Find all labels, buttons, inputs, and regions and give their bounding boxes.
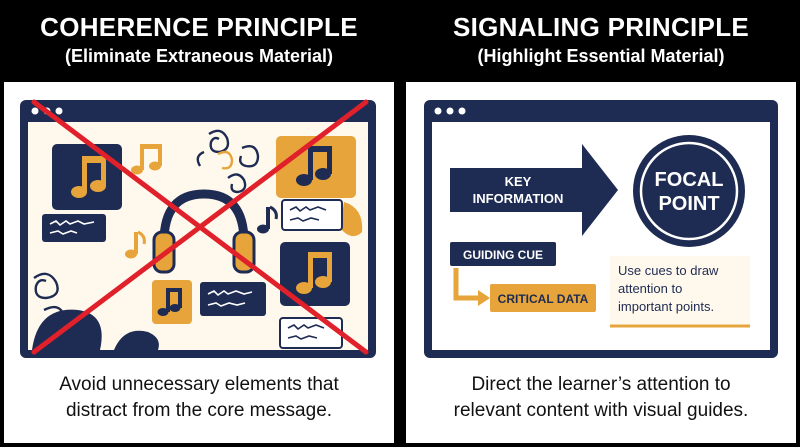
window-dot-icon bbox=[55, 107, 63, 115]
decorative-blob bbox=[340, 202, 363, 237]
focal-point-circle bbox=[633, 135, 745, 247]
signaling-panel: SIGNALING PRINCIPLE (Highlight Essential… bbox=[402, 0, 800, 447]
focal-text-line2: POINT bbox=[658, 193, 719, 215]
scribble-card-icon bbox=[279, 317, 343, 349]
focal-point-ring bbox=[639, 141, 739, 241]
signaling-caption: Direct the learner’s attention to releva… bbox=[406, 372, 796, 424]
scribble-card-icon bbox=[200, 282, 266, 316]
window-dot-icon bbox=[434, 107, 442, 115]
music-tile bbox=[276, 136, 356, 198]
key-information-arrow-icon bbox=[450, 144, 618, 236]
arrow-text-line1: KEY bbox=[505, 174, 532, 189]
music-tile bbox=[152, 280, 192, 324]
signaling-subtitle: (Highlight Essential Material) bbox=[477, 46, 725, 66]
coherence-subtitle: (Eliminate Extraneous Material) bbox=[64, 46, 334, 66]
cluttered-window-illustration bbox=[20, 99, 376, 358]
caption-line: distract from the core message. bbox=[65, 400, 333, 421]
note-text-line3: important points. bbox=[618, 299, 714, 314]
caption-line: relevant content with visual guides. bbox=[453, 400, 749, 421]
music-note-icon bbox=[296, 252, 332, 294]
window-dot-icon bbox=[458, 107, 466, 115]
caption-line: Direct the learner’s attention to bbox=[471, 374, 731, 395]
window-dot-icon bbox=[446, 107, 454, 115]
music-note-icon bbox=[257, 205, 278, 234]
coherence-title: COHERENCE PRINCIPLE bbox=[40, 12, 358, 42]
focal-text-line1: FOCAL bbox=[655, 169, 724, 191]
signaling-body: KEY INFORMATION FOCAL POINT GUIDING CUE … bbox=[406, 82, 796, 443]
note-text-line1: Use cues to draw bbox=[618, 263, 719, 278]
coherence-caption: Avoid unnecessary elements that distract… bbox=[4, 372, 394, 424]
headphones-icon bbox=[152, 189, 256, 274]
red-x-icon bbox=[31, 99, 369, 355]
music-note-icon bbox=[157, 288, 182, 316]
arrowhead-icon bbox=[478, 290, 490, 306]
coherence-body: Avoid unnecessary elements that distract… bbox=[4, 82, 394, 443]
window-dot-icon bbox=[31, 107, 39, 115]
signaling-title: SIGNALING PRINCIPLE bbox=[452, 12, 750, 42]
critical-data-label bbox=[490, 284, 596, 312]
music-note-icon bbox=[131, 144, 162, 175]
signaling-window-illustration: KEY INFORMATION FOCAL POINT GUIDING CUE … bbox=[424, 100, 778, 358]
note-box bbox=[610, 256, 750, 324]
coherence-panel: COHERENCE PRINCIPLE (Eliminate Extraneou… bbox=[0, 0, 398, 447]
music-note-icon bbox=[125, 230, 146, 259]
music-note-icon bbox=[71, 156, 106, 198]
music-note-icon bbox=[296, 146, 332, 186]
signaling-header: SIGNALING PRINCIPLE (Highlight Essential… bbox=[402, 0, 800, 82]
scribble-card-icon bbox=[281, 199, 343, 231]
arrow-text-line2: INFORMATION bbox=[473, 191, 564, 206]
coherence-header: COHERENCE PRINCIPLE (Eliminate Extraneou… bbox=[0, 0, 398, 82]
scribble-card-icon bbox=[42, 214, 106, 242]
decorative-blob bbox=[114, 330, 159, 350]
note-text-line2: attention to bbox=[618, 281, 682, 296]
bent-arrow-icon bbox=[453, 268, 480, 301]
critical-data-text: CRITICAL DATA bbox=[498, 292, 589, 306]
caption-line: Avoid unnecessary elements that bbox=[59, 374, 339, 395]
guiding-cue-text: GUIDING CUE bbox=[463, 248, 543, 262]
guiding-cue-label bbox=[450, 242, 556, 266]
